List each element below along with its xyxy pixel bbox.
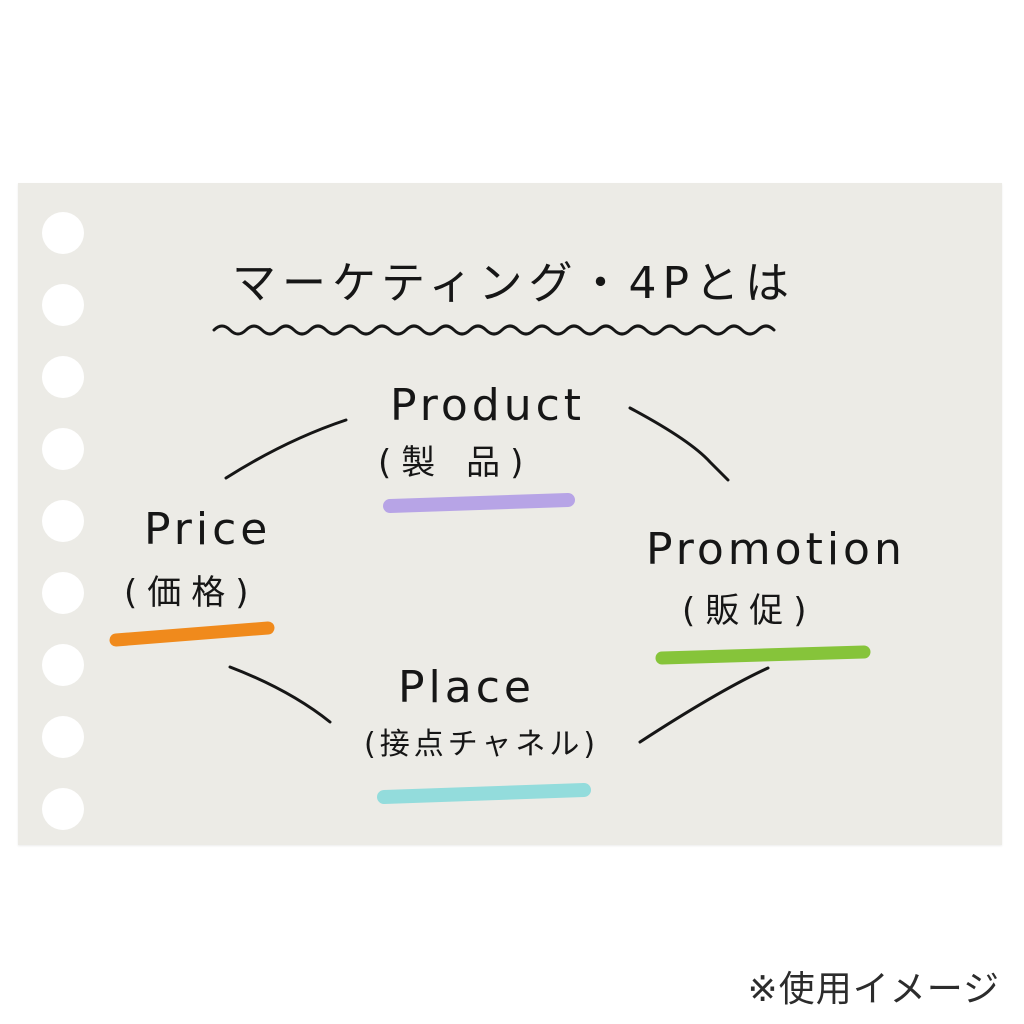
promotion-label: Promotion — [646, 524, 906, 575]
highlight-place — [377, 783, 591, 804]
place-jp-label: (接点チャネル) — [364, 727, 600, 762]
promotion-jp-label: (販促) — [682, 591, 817, 631]
binder-hole — [42, 572, 84, 614]
highlight-promotion — [655, 645, 871, 665]
binder-hole — [42, 644, 84, 686]
price-jp-label: (価格) — [124, 573, 259, 613]
diagram-title: マーケティング・4Pとは — [232, 258, 796, 309]
title-wavy-underline — [212, 324, 776, 336]
usage-image-caption: ※使用イメージ — [747, 969, 1000, 1010]
connector-place-promotion — [638, 666, 770, 744]
connector-price-product — [224, 418, 348, 480]
connector-price-place — [228, 665, 332, 724]
connector-product-promotion — [628, 406, 730, 482]
highlight-price — [109, 621, 275, 647]
place-label: Place — [398, 662, 535, 713]
price-label: Price — [144, 504, 272, 555]
loose-leaf-note — [18, 183, 1002, 845]
binder-hole — [42, 716, 84, 758]
highlight-product — [383, 493, 575, 513]
binder-hole — [42, 500, 84, 542]
product-jp-label: (製 品) — [378, 443, 534, 483]
binder-hole — [42, 212, 84, 254]
binder-hole — [42, 284, 84, 326]
binder-hole — [42, 428, 84, 470]
product-label: Product — [390, 380, 586, 431]
binder-hole — [42, 356, 84, 398]
binder-hole — [42, 788, 84, 830]
